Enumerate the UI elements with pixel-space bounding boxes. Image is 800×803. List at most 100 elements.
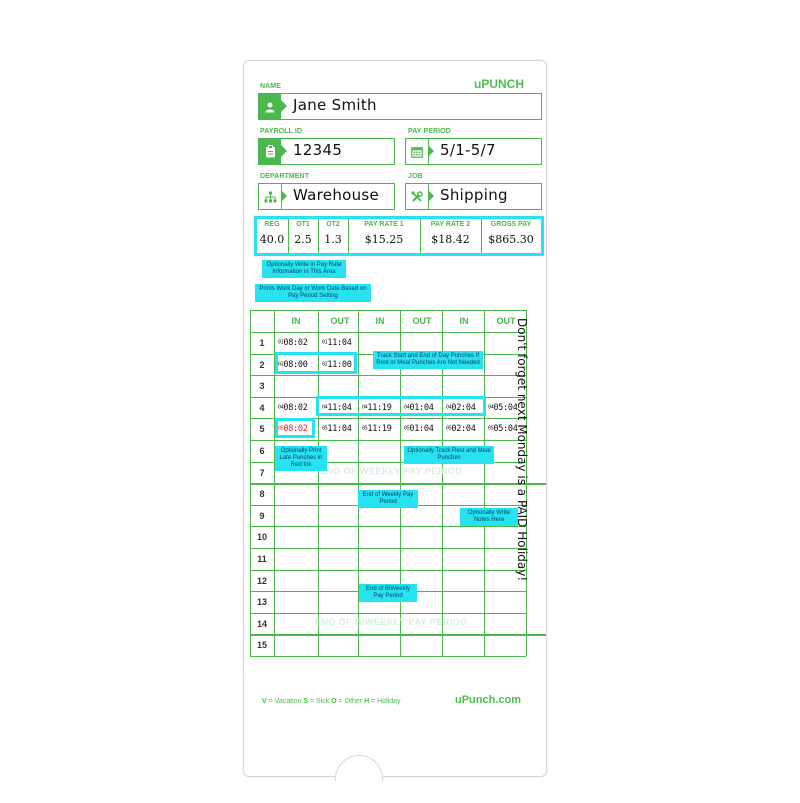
row-number: 11 bbox=[257, 554, 267, 564]
punch-time: 08:02 bbox=[283, 402, 308, 413]
callout-rest-meal: Optionally Track Rest and Meal Punches bbox=[404, 446, 494, 464]
punch-stamp[interactable]: 0511:04 bbox=[322, 424, 352, 434]
row-number: 15 bbox=[256, 640, 267, 651]
punch-day: 05 bbox=[446, 425, 452, 432]
pay-header: GROSS PAY bbox=[490, 221, 532, 228]
ghost-biweekly-text: END OF BIWEEKLY PAY PERIOD bbox=[315, 617, 468, 627]
punch-day: 02 bbox=[322, 361, 328, 368]
handwritten-note: Don't forget next Monday is a PAID Holid… bbox=[515, 318, 529, 582]
punch-time: 08:02 bbox=[283, 424, 308, 435]
legend-h-key: H bbox=[364, 698, 370, 705]
punch-stamp[interactable]: 0401:04 bbox=[404, 403, 434, 413]
pay-header: OT2 bbox=[326, 221, 340, 228]
row-number: 8 bbox=[259, 489, 265, 500]
name-label: NAME bbox=[260, 83, 282, 90]
pay-col-ot2[interactable]: OT2 1.3 bbox=[318, 218, 349, 254]
job-field[interactable]: Shipping bbox=[405, 183, 542, 210]
row-number: 6 bbox=[259, 446, 265, 456]
website-link[interactable]: uPunch.com bbox=[455, 694, 522, 706]
punch-day: 01 bbox=[322, 339, 328, 346]
punch-time: 02:04 bbox=[451, 402, 476, 413]
col-header: OUT bbox=[496, 316, 516, 326]
punch-stamp[interactable]: 0508:02 bbox=[278, 424, 308, 434]
department-field[interactable]: Warehouse bbox=[258, 183, 395, 210]
punch-day: 01 bbox=[278, 339, 284, 346]
punch-time: 11:04 bbox=[327, 402, 352, 413]
punch-stamp[interactable]: 0505:04 bbox=[488, 424, 518, 434]
punch-time: 05:04 bbox=[493, 402, 518, 413]
pay-value: 40.0 bbox=[259, 233, 285, 246]
punch-stamp[interactable]: 0208:00 bbox=[278, 360, 308, 370]
col-header: IN bbox=[291, 316, 301, 326]
col-header: IN bbox=[459, 316, 469, 326]
punch-day: 05 bbox=[322, 425, 328, 432]
grid-row-line bbox=[250, 548, 526, 549]
punch-day: 04 bbox=[488, 404, 494, 411]
callout-weekly: End of Weekly Pay Period bbox=[358, 490, 418, 508]
punch-time: 01:04 bbox=[409, 402, 434, 413]
pay-value: $15.25 bbox=[364, 233, 404, 246]
card-notch bbox=[335, 755, 383, 781]
row-number: 2 bbox=[259, 359, 265, 370]
punch-time: 11:04 bbox=[327, 338, 352, 348]
grid-col-line bbox=[484, 310, 485, 656]
legend-v-key: V bbox=[262, 698, 267, 705]
punch-stamp[interactable]: 0405:04 bbox=[488, 403, 518, 413]
ghost-weekly-text: END OF WEEKLY PAY PERIOD bbox=[320, 466, 463, 476]
department-label: DEPARTMENT bbox=[260, 173, 310, 180]
punch-stamp[interactable]: 0402:04 bbox=[446, 403, 476, 413]
punch-day: 04 bbox=[322, 404, 328, 411]
pay-col-ot1[interactable]: OT1 2.5 bbox=[288, 218, 319, 254]
grid-col-line bbox=[442, 310, 443, 656]
pay-col-rate1[interactable]: PAY RATE 1 $15.25 bbox=[348, 218, 421, 254]
grid-row-line bbox=[250, 656, 526, 657]
punch-stamp[interactable]: 0408:02 bbox=[278, 403, 308, 413]
punch-time: 02:04 bbox=[451, 424, 476, 435]
callout-track-day: Track Start and End of Day Punches If Re… bbox=[373, 351, 483, 369]
pay-col-rate2[interactable]: PAY RATE 2 $18.42 bbox=[420, 218, 482, 254]
punch-time: 11:19 bbox=[367, 424, 392, 435]
punch-stamp[interactable]: 0111:04 bbox=[322, 338, 352, 348]
callout-notes: Optionally Write Notes Here bbox=[460, 508, 518, 526]
legend-h-text: = Holiday bbox=[371, 698, 401, 705]
name-value: Jane Smith bbox=[293, 96, 377, 114]
pay-summary-table: REG 40.0 OT1 2.5 OT2 1.3 PAY RATE 1 $15.… bbox=[256, 218, 544, 256]
legend-o-key: O bbox=[331, 698, 337, 705]
grid-col-line bbox=[400, 310, 401, 656]
punch-stamp[interactable]: 0411:04 bbox=[322, 403, 352, 413]
grid-row-line bbox=[250, 526, 526, 528]
grid-row-line bbox=[250, 634, 546, 637]
row-number: 5 bbox=[259, 424, 265, 435]
grid-col-line bbox=[274, 310, 275, 656]
pay-col-gross[interactable]: GROSS PAY $865.30 bbox=[481, 218, 541, 254]
grid-row-line bbox=[250, 440, 526, 441]
pay-col-reg[interactable]: REG 40.0 bbox=[256, 218, 289, 254]
punch-stamp[interactable]: 0511:19 bbox=[362, 424, 392, 434]
payroll-id-label: PAYROLL ID bbox=[260, 128, 303, 135]
punch-stamp[interactable]: 0502:04 bbox=[446, 424, 476, 434]
grid-col-line bbox=[318, 310, 319, 656]
punch-stamp[interactable]: 0108:02 bbox=[278, 338, 308, 348]
day-punch-highlight bbox=[275, 352, 357, 374]
payroll-id-field[interactable]: 12345 bbox=[258, 138, 395, 165]
col-header: OUT bbox=[330, 316, 350, 326]
legend-v-text: = Vacation bbox=[268, 698, 302, 705]
tools-icon bbox=[406, 184, 429, 209]
punch-stamp[interactable]: 0411:19 bbox=[362, 403, 392, 413]
callout-late: Optionally Print Late Punches in Red Ink bbox=[275, 446, 327, 471]
legend-s-key: S bbox=[303, 698, 309, 705]
punch-stamp[interactable]: 0211:00 bbox=[322, 360, 352, 370]
pay-header: OT1 bbox=[296, 221, 310, 228]
punch-time: 05:04 bbox=[493, 424, 518, 435]
pay-period-label: PAY PERIOD bbox=[408, 128, 451, 135]
punch-stamp[interactable]: 0501:04 bbox=[404, 424, 434, 434]
pay-period-field[interactable]: 5/1-5/7 bbox=[405, 138, 542, 165]
punch-time: 01:04 bbox=[409, 424, 434, 435]
calendar-icon bbox=[406, 139, 429, 164]
name-field[interactable]: Jane Smith bbox=[258, 93, 542, 120]
org-chart-icon bbox=[259, 184, 282, 209]
payroll-id-value: 12345 bbox=[293, 141, 343, 159]
punch-day: 04 bbox=[404, 404, 410, 411]
row-number: 12 bbox=[256, 575, 267, 586]
pay-header: PAY RATE 2 bbox=[430, 221, 471, 228]
